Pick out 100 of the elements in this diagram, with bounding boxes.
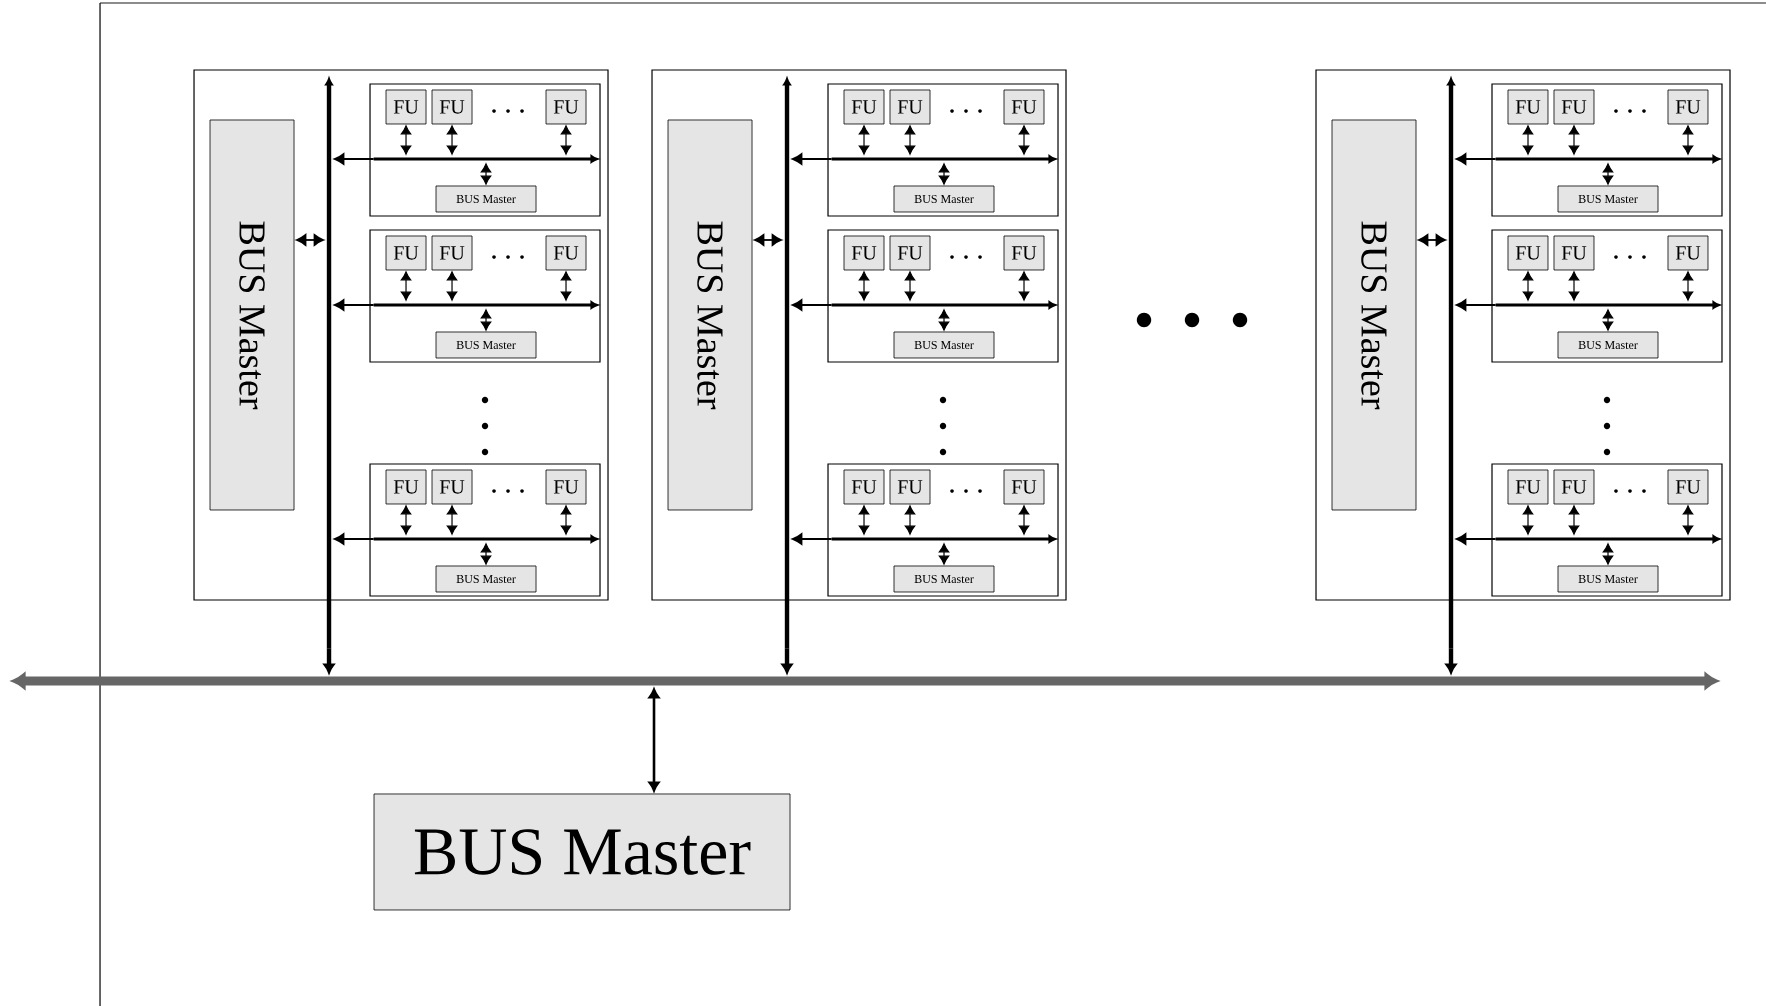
arrow [446, 505, 458, 535]
arrow [480, 163, 492, 185]
bus-line [325, 77, 333, 649]
fu-box: FU [1003, 235, 1045, 271]
fu-box: FU [1507, 235, 1549, 271]
unit-box [1491, 229, 1723, 363]
fu-box: FU [545, 469, 587, 505]
arrow [904, 125, 916, 155]
bus-line [373, 301, 599, 309]
fu-box: FU [1553, 235, 1595, 271]
arrow [754, 234, 783, 246]
arrow [858, 271, 870, 301]
fu-box: FU [385, 89, 427, 125]
arrow [1418, 234, 1446, 246]
arrow [1456, 153, 1497, 165]
fu-box: FU [843, 89, 885, 125]
bus-master-box: BUS Master [209, 119, 295, 511]
arrow [400, 125, 412, 155]
arrow [1018, 271, 1030, 301]
fu-box: FU [1667, 89, 1709, 125]
fu-box: FU [385, 235, 427, 271]
fu-box: FU [431, 235, 473, 271]
arrow [560, 125, 572, 155]
module-box [1315, 69, 1731, 601]
fu-box: FU [1553, 89, 1595, 125]
arrow [334, 153, 375, 165]
arrow [648, 688, 660, 792]
arrow [1682, 125, 1694, 155]
arrow [792, 533, 833, 545]
unit-box [369, 83, 601, 217]
bus-line [373, 535, 599, 543]
bus-line [831, 155, 1057, 163]
arrow [858, 505, 870, 535]
fu-box: FU [545, 235, 587, 271]
unit-box [827, 83, 1059, 217]
arrow [446, 271, 458, 301]
arrow [446, 125, 458, 155]
fu-box: FU [843, 235, 885, 271]
arrow [560, 505, 572, 535]
fu-box: FU [1507, 469, 1549, 505]
fu-box: FU [1507, 89, 1549, 125]
module-box [193, 69, 609, 601]
fu-box: FU [889, 469, 931, 505]
arrow [1568, 505, 1580, 535]
bus-line [12, 673, 1718, 689]
arrow [1456, 533, 1497, 545]
bus-line [373, 155, 599, 163]
bus-master-box: BUS Master [373, 793, 791, 911]
fu-box: FU [1667, 235, 1709, 271]
bus-line [783, 77, 791, 649]
bus-master-box: BUS Master [1331, 119, 1417, 511]
arrow [938, 309, 950, 331]
arrow [334, 533, 375, 545]
arrow [1018, 125, 1030, 155]
arrow [1602, 309, 1614, 331]
arrow [1682, 271, 1694, 301]
arrow [1018, 505, 1030, 535]
bus-line [1495, 535, 1721, 543]
arrow [1445, 648, 1457, 674]
fu-box: FU [889, 235, 931, 271]
unit-box [1491, 463, 1723, 597]
fu-box: FU [1003, 89, 1045, 125]
arrow [400, 271, 412, 301]
arrow [1522, 505, 1534, 535]
fu-box: FU [385, 469, 427, 505]
arrow [904, 271, 916, 301]
fu-box: FU [431, 89, 473, 125]
arrow [792, 153, 833, 165]
bus-line [1447, 77, 1455, 649]
arrow [1456, 299, 1497, 311]
arrow [480, 309, 492, 331]
bus-line [1495, 155, 1721, 163]
bus-line [831, 535, 1057, 543]
unit-box [369, 229, 601, 363]
unit-box [827, 229, 1059, 363]
arrow [323, 648, 335, 674]
fu-box: FU [545, 89, 587, 125]
module-box [651, 69, 1067, 601]
arrow [1602, 543, 1614, 565]
fu-box: FU [1667, 469, 1709, 505]
arrow [938, 163, 950, 185]
fu-box: FU [431, 469, 473, 505]
arrow [904, 505, 916, 535]
arrow [1602, 163, 1614, 185]
arrow [400, 505, 412, 535]
arrow [1568, 125, 1580, 155]
arrow [1682, 505, 1694, 535]
fu-box: FU [843, 469, 885, 505]
arrow [560, 271, 572, 301]
unit-box [369, 463, 601, 597]
arrow [480, 543, 492, 565]
fu-box: FU [1003, 469, 1045, 505]
arrow [858, 125, 870, 155]
arrow [334, 299, 375, 311]
arrow [1522, 271, 1534, 301]
unit-box [827, 463, 1059, 597]
arrow [781, 648, 793, 674]
unit-box [1491, 83, 1723, 217]
arrow [1522, 125, 1534, 155]
bus-master-box: BUS Master [667, 119, 753, 511]
